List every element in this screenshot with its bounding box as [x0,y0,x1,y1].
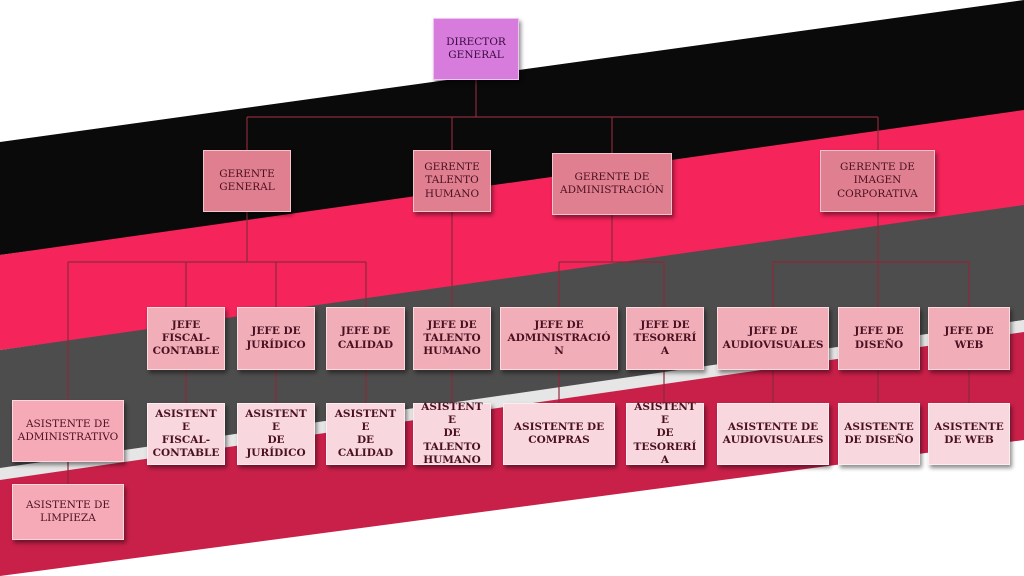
jefe-diseno-box: JEFE DE DISEÑO [838,307,920,370]
asistente-administrativo-box: ASISTENTE DE ADMINISTRATIVO [12,400,124,462]
jefe-calidad-box: JEFE DE CALIDAD [326,307,405,370]
asistente-limpieza-box: ASISTENTE DE LIMPIEZA [12,484,124,540]
asistente-talento-humano-box: ASISTENTE DE TALENTO HUMANO [413,401,491,466]
asistente-web-box: ASISTENTE DE WEB [928,403,1010,465]
director-general-box: DIRECTOR GENERAL [433,18,519,80]
asistente-compras-box: ASISTENTE DE COMPRAS [503,403,615,465]
asistente-calidad-box: ASISTENTE DE CALIDAD [326,403,405,465]
gerente-talento-humano-box: GERENTE TALENTO HUMANO [413,150,491,212]
jefe-web-box: JEFE DE WEB [928,307,1010,370]
jefe-fiscal-contable-box: JEFE FISCAL- CONTABLE [147,307,225,370]
jefe-talento-humano-box: JEFE DE TALENTO HUMANO [413,307,491,370]
asistente-audiovisuales-box: ASISTENTE DE AUDIOVISUALES [717,403,829,465]
gerente-general-box: GERENTE GENERAL [203,150,291,212]
jefe-audiovisuales-box: JEFE DE AUDIOVISUALES [717,307,829,370]
asistente-diseno-box: ASISTENTE DE DISEÑO [838,403,920,465]
asistente-tesoreria-box: ASISTENTE DE TESORERÍA [626,401,704,466]
asistente-juridico-box: ASISTENTE DE JURÍDICO [237,403,315,465]
gerente-administracion-box: GERENTE DE ADMINISTRACIÓN [552,153,672,215]
jefe-juridico-box: JEFE DE JURÍDICO [237,307,315,370]
gerente-imagen-corporativa-box: GERENTE DE IMAGEN CORPORATIVA [820,150,935,212]
asistente-fiscal-contable-box: ASISTENTE FISCAL- CONTABLE [147,403,225,465]
jefe-administracion-box: JEFE DE ADMINISTRACIÓN [500,307,618,370]
red-band [0,110,1024,350]
jefe-tesoreria-box: JEFE DE TESORERÍA [626,307,704,370]
